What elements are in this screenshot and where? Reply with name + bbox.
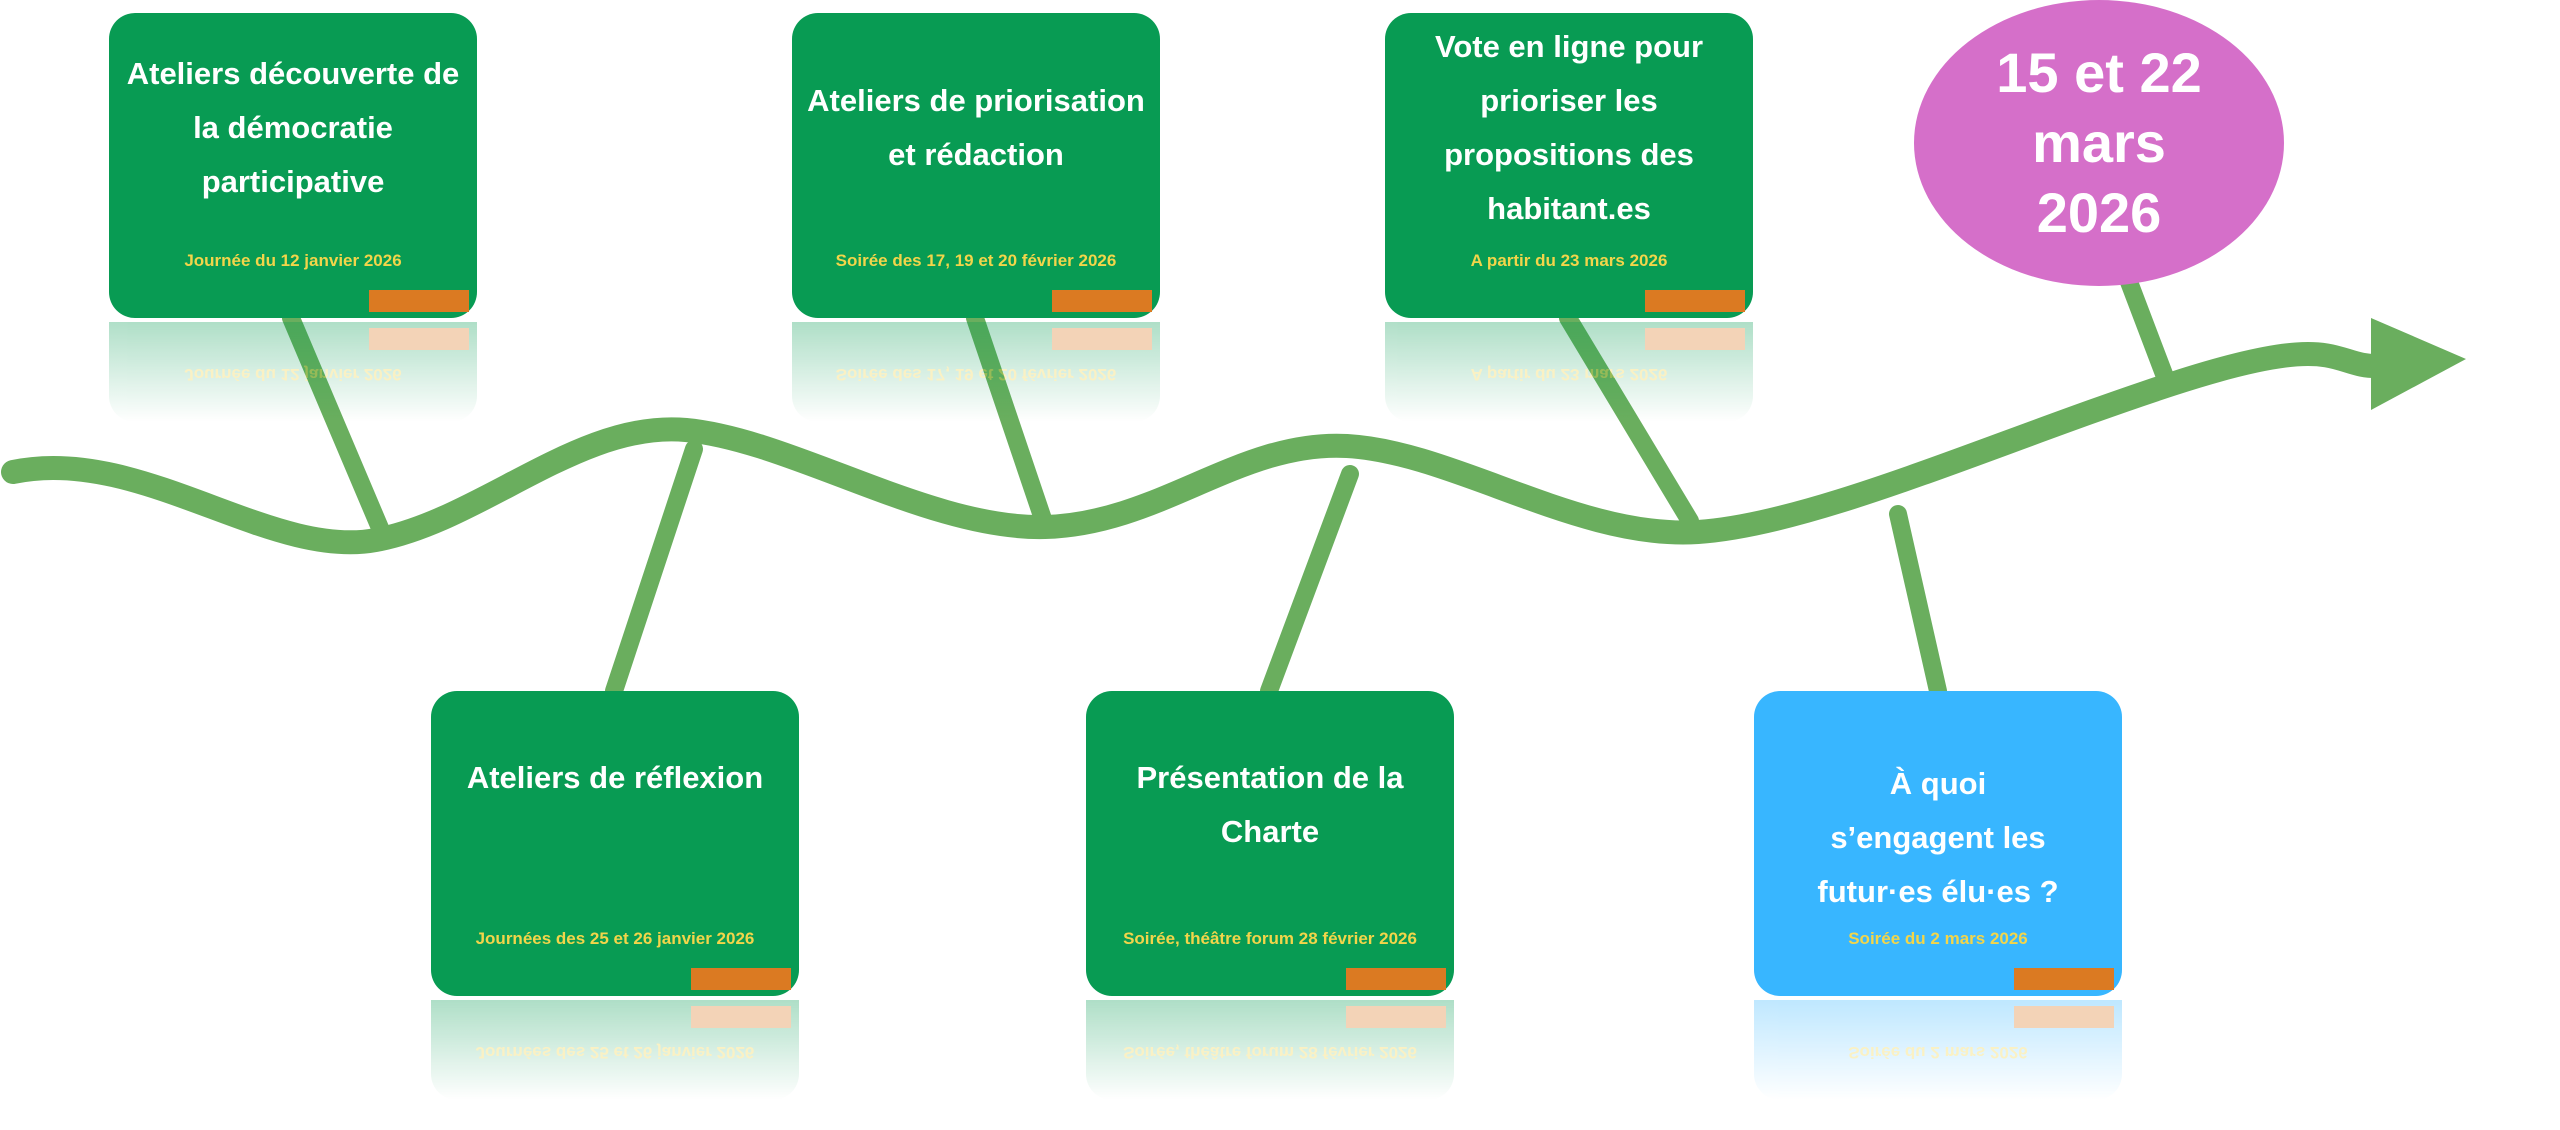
event-date: Soirée des 17, 19 et 20 février 2026 [835,251,1117,270]
event-title: Ateliers découverte de la démocratie par… [126,56,460,199]
event-date: Soirée du 2 mars 2026 [1848,929,2028,948]
orange-tag-reflection [2014,1006,2114,1028]
orange-tag-reflection [1645,328,1745,350]
event-title: Ateliers de réflexion [466,760,764,795]
card-reflection: Soirée, théâtre forum 28 février 2026 [1086,1000,1454,1100]
event-title: Vote en ligne pour prioriser les proposi… [1434,29,1704,226]
orange-tag [1052,290,1152,312]
event-title: Présentation de la Charte [1136,760,1404,849]
orange-tag [2014,968,2114,990]
orange-tag [1645,290,1745,312]
event-card-6: Vote en ligne pour prioriser les proposi… [1385,13,1753,318]
orange-tag [691,968,791,990]
event-card-5: À quoi s’engagent les futur·es élu·es ? … [1754,691,2122,996]
election-line-3: 2026 [2036,181,2162,244]
timeline-curve [1,342,2392,555]
orange-tag-reflection [691,1006,791,1028]
orange-tag [369,290,469,312]
orange-tag-reflection [1052,328,1152,350]
election-date-bubble: 15 et 22 mars 2026 [1914,0,2284,286]
arrow-head-icon [2371,318,2466,410]
event-date: Journées des 25 et 26 janvier 2026 [475,929,755,948]
connector-5 [1889,505,1947,700]
event-date: A partir du 23 mars 2026 [1470,251,1668,270]
connector-election [2117,265,2176,391]
connector-1 [282,309,389,537]
election-line-1: 15 et 22 [1996,41,2202,104]
event-date-reflection: Soirée, théâtre forum 28 février 2026 [1123,1043,1417,1062]
orange-tag [1346,968,1446,990]
event-card-3: Ateliers de priorisation et rédaction So… [792,13,1160,318]
card-reflection: Soirée du 2 mars 2026 [1754,1000,2122,1100]
event-date-reflection: Soirée du 2 mars 2026 [1848,1043,2028,1062]
connector-6 [1559,309,1699,530]
event-date: Soirée, théâtre forum 28 février 2026 [1123,929,1417,948]
event-title: À quoi s’engagent les futur·es élu·es ? [1817,766,2059,909]
connector-4 [1260,465,1359,700]
orange-tag-reflection [369,328,469,350]
event-title: Ateliers de priorisation et rédaction [807,83,1145,172]
event-date-reflection: Journée du 12 janvier 2026 [184,365,402,384]
card-reflection: Journées des 25 et 26 janvier 2026 [431,1000,799,1100]
event-date: Journée du 12 janvier 2026 [184,251,402,270]
event-date-reflection: Journées des 25 et 26 janvier 2026 [475,1043,755,1062]
event-card-4: Présentation de la Charte Soirée, théâtr… [1086,691,1454,996]
card-reflection: Soirée des 17, 19 et 20 février 2026 [792,322,1160,422]
connector-3 [966,309,1054,534]
event-card-2: Ateliers de réflexion Journées des 25 et… [431,691,799,996]
event-date-reflection: Soirée des 17, 19 et 20 février 2026 [835,365,1117,384]
event-date-reflection: A partir du 23 mars 2026 [1470,365,1668,384]
connector-2 [605,440,703,700]
event-card-1: Ateliers découverte de la démocratie par… [109,13,477,318]
orange-tag-reflection [1346,1006,1446,1028]
election-line-2: mars [2032,111,2166,174]
card-reflection: A partir du 23 mars 2026 [1385,322,1753,422]
card-reflection: Journée du 12 janvier 2026 [109,322,477,422]
